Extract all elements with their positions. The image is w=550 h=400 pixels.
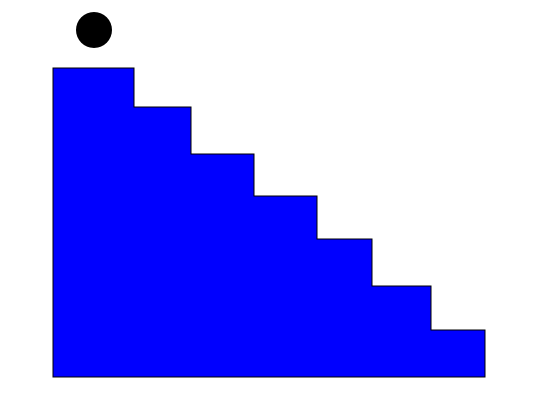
staircase bbox=[52, 67, 486, 378]
ball bbox=[76, 12, 112, 48]
